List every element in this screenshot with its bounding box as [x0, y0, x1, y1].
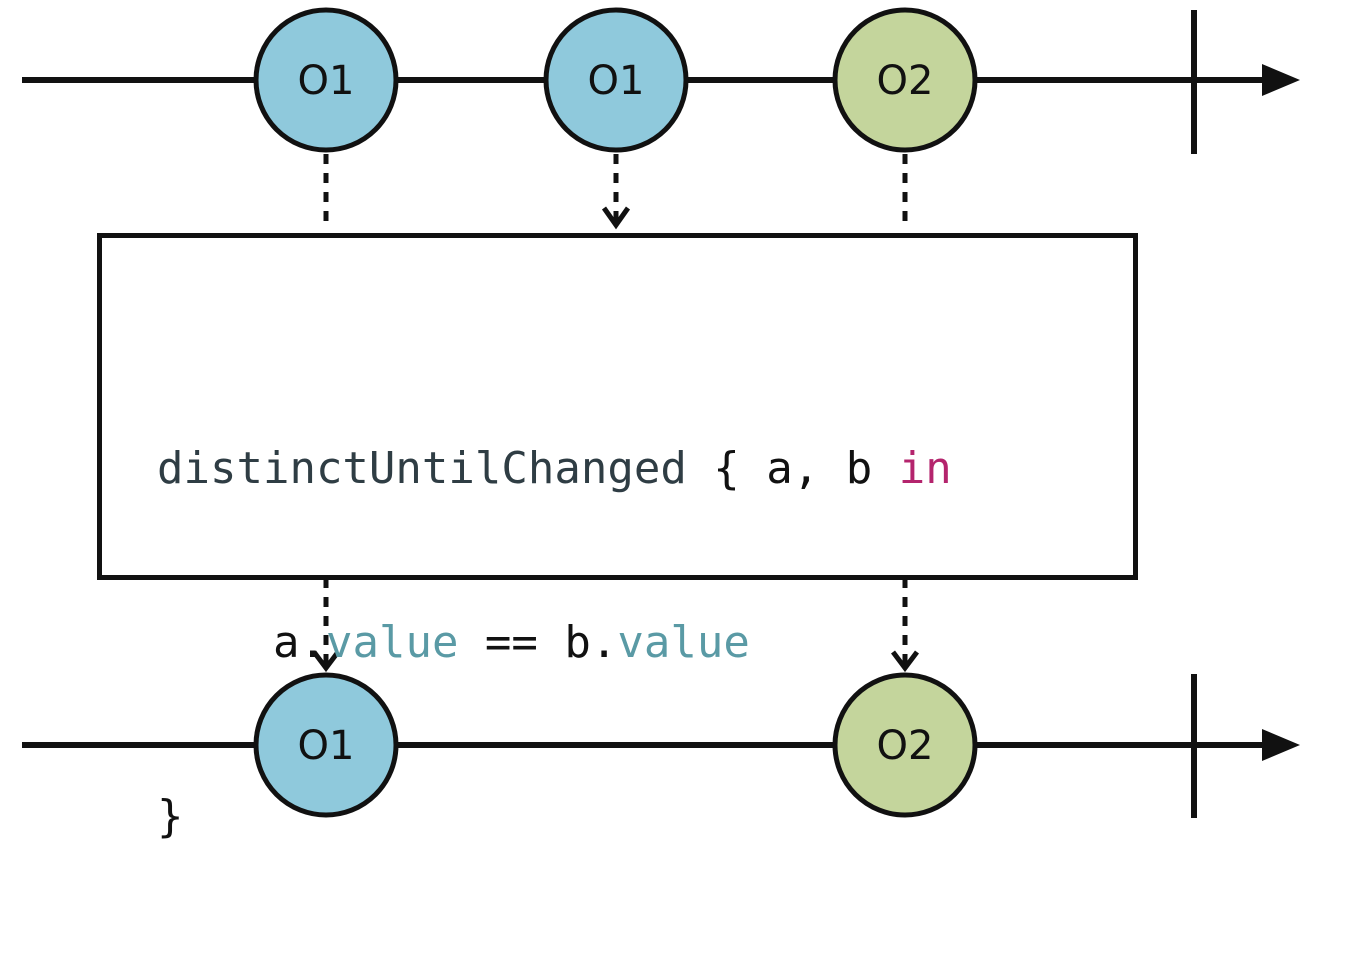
code-prop-a: value — [325, 617, 459, 668]
input-connectors — [323, 154, 908, 230]
output-timeline — [22, 674, 1300, 818]
input-marble-1-label: O1 — [298, 58, 355, 104]
output-timeline-arrowhead — [1262, 729, 1300, 761]
output-connectors — [312, 578, 919, 673]
code-params: { a, b — [686, 443, 899, 494]
output-marble-1: O1 — [253, 672, 399, 818]
code-line-3: } — [157, 788, 952, 846]
input-marble-1-circle — [253, 7, 399, 153]
code-line-1: distinctUntilChanged { a, b in — [157, 440, 952, 498]
connector-output-2-arrowhead — [891, 650, 919, 673]
code-var-a: a. — [273, 617, 326, 668]
input-marbles: O1 O1 O2 — [253, 7, 978, 153]
output-marble-2-circle — [832, 672, 978, 818]
code-operator: == — [458, 617, 565, 668]
code-var-b: b. — [564, 617, 618, 668]
input-marble-1: O1 — [253, 7, 399, 153]
code-closing-brace: } — [157, 791, 184, 842]
input-timeline-arrowhead — [1262, 64, 1300, 96]
output-marble-1-circle — [253, 672, 399, 818]
code-prop-b: value — [617, 617, 750, 668]
input-marble-3-label: O2 — [877, 58, 934, 104]
operator-code: distinctUntilChanged { a, b in a.value =… — [157, 324, 952, 962]
output-marbles: O1 O2 — [253, 672, 978, 818]
operator-box: distinctUntilChanged { a, b in a.value =… — [97, 233, 1138, 842]
input-marble-2: O1 — [543, 7, 689, 153]
code-function-name: distinctUntilChanged — [157, 443, 687, 494]
connector-input-2-arrowhead — [601, 206, 631, 230]
code-line-2: a.value == b.value — [157, 614, 952, 672]
input-marble-2-label: O1 — [588, 58, 645, 104]
code-keyword-in: in — [898, 443, 952, 494]
input-marble-3: O2 — [832, 7, 978, 153]
input-marble-2-circle — [543, 7, 689, 153]
output-marble-1-label: O1 — [298, 723, 355, 769]
connector-output-1-arrowhead — [312, 650, 340, 673]
output-marble-2-label: O2 — [877, 723, 934, 769]
input-marble-3-circle — [832, 7, 978, 153]
output-marble-2: O2 — [832, 672, 978, 818]
